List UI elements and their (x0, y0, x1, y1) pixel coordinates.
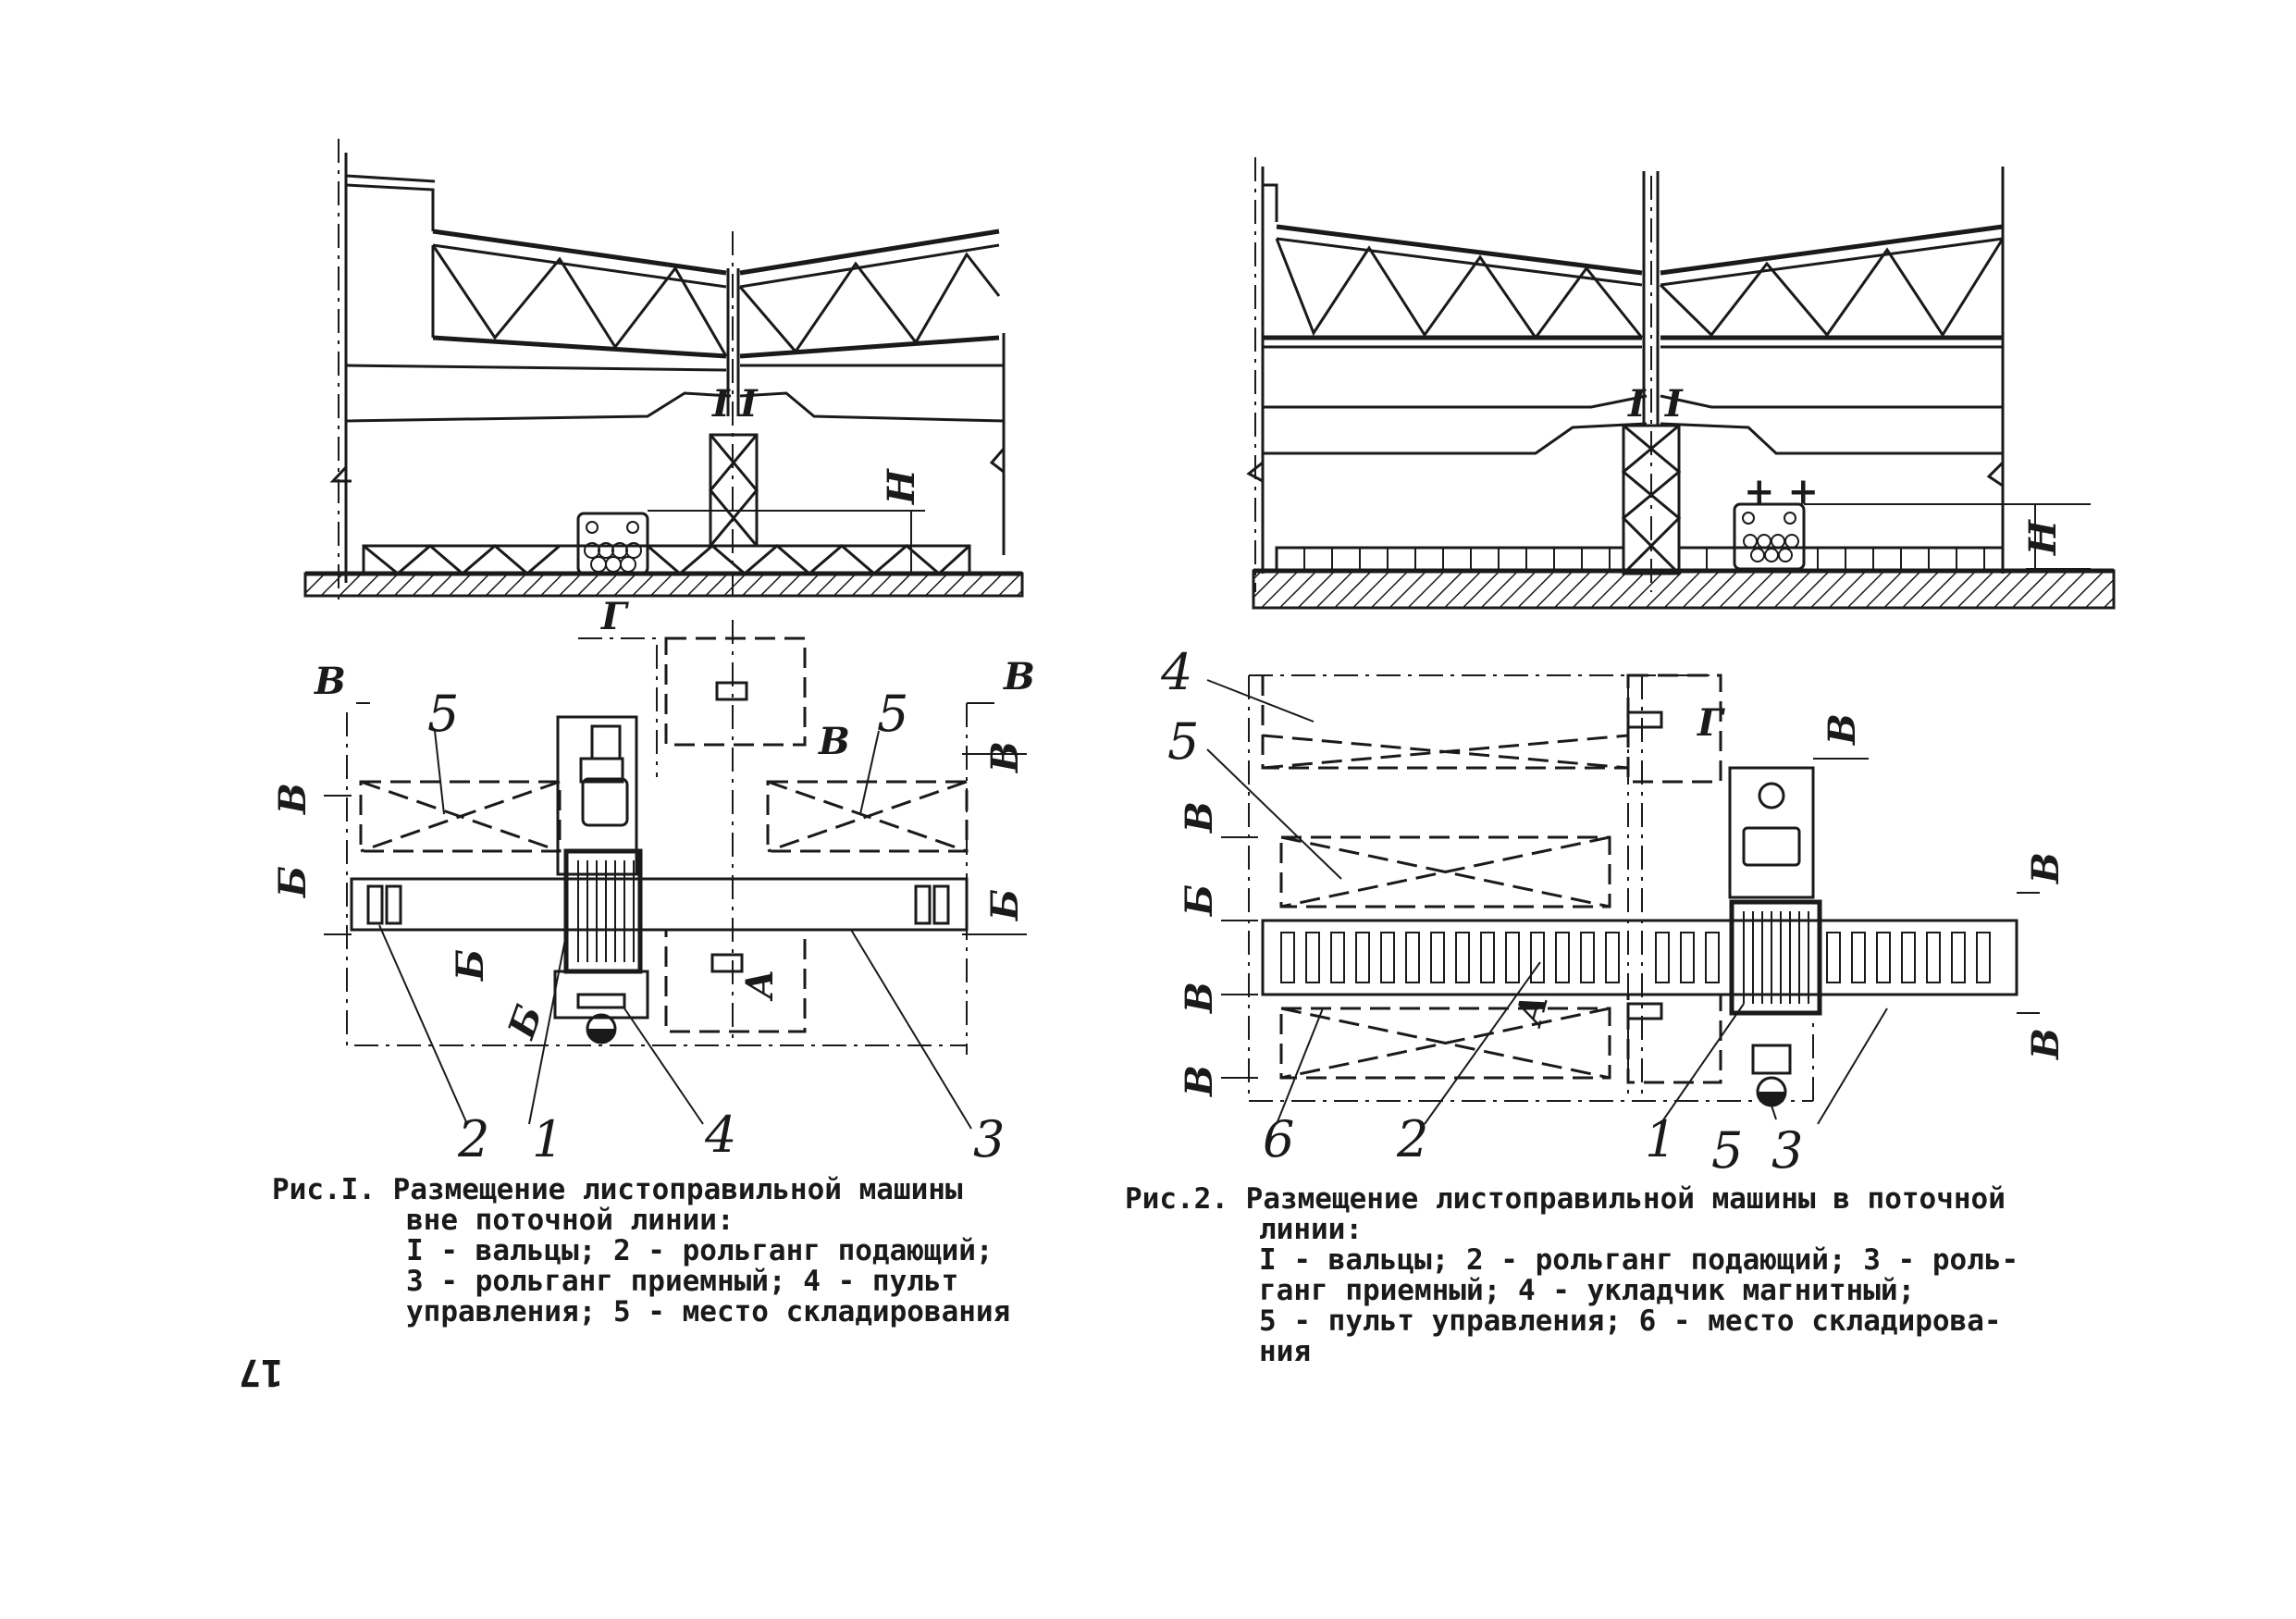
fig1-dim-B-right: В (983, 741, 1027, 773)
fig2-dim-Б: Б (1178, 884, 1221, 917)
svg-text:I: I (1627, 382, 1647, 426)
fig1-caption-number: Рис.I. (272, 1173, 376, 1206)
fig1-caption-title-1: Размещение листоправильной машины (392, 1173, 963, 1206)
fig1-legend-2: 3 - рольганг приемный; 4 - пульт (406, 1265, 959, 1298)
fig1-dim-A: А (738, 969, 782, 1002)
fig2-callout-6-upper: 5 (1167, 712, 1199, 771)
fig1-dim-Б-lower: Б (449, 949, 492, 982)
fig2-dim-B-3: В (1178, 1065, 1221, 1097)
fig2-callout-6-lower: 6 (1263, 1110, 1294, 1168)
fig1-plan: В В В Б В Б В Б Б А Г 2 1 4 3 5 5 (271, 595, 1035, 1168)
fig1-callout-5-left: 5 (427, 685, 459, 743)
fig2-legend-3: 5 - пульт управления; 6 - место складиро… (1259, 1304, 2002, 1338)
fig2-legend-2: ганг приемный; 4 - укладчик магнитный; (1259, 1274, 1916, 1307)
fig2-dim-B-2: В (1178, 982, 1221, 1014)
fig1-legend-1: I - вальцы; 2 - рольганг подающий; (406, 1234, 994, 1267)
fig1-callout-5-right: 5 (877, 685, 908, 743)
fig2-dim-B-top: В (1821, 713, 1864, 746)
fig1-dim-H: H (880, 468, 923, 505)
fig2-caption: Рис.2. Размещение листоправильной машины… (1125, 1184, 2018, 1367)
fig1-callout-4: 4 (704, 1106, 736, 1164)
fig1-callout-2: 2 (457, 1110, 489, 1168)
fig1-dim-Г: Г (600, 595, 629, 638)
fig2-dim-B-1: В (1178, 801, 1221, 834)
fig2-plan: В Б В В В В В А Г 4 5 6 2 1 5 3 (1160, 643, 2068, 1180)
fig2-dim-B-right-1: В (2024, 852, 2068, 884)
fig2-dim-Г: Г (1697, 701, 1725, 745)
fig1-dim-B-left: В (271, 783, 315, 815)
fig1-elevation: I I H (303, 139, 1024, 601)
fig2-callout-2: 2 (1396, 1110, 1428, 1168)
fig1-dim-B-mid: В (818, 720, 850, 763)
fig2-caption-title-2: линии: (1259, 1213, 1363, 1246)
fig1-legend-3: управления; 5 - место складирования (406, 1295, 1011, 1329)
fig1-caption-title-2: вне поточной линии: (406, 1204, 734, 1237)
fig2-callout-5: 5 (1711, 1121, 1743, 1180)
fig1-caption: Рис.I. Размещение листоправильной машины… (272, 1175, 1010, 1328)
fig2-dim-B-right-2: В (2024, 1028, 2068, 1060)
fig2-legend-4: ния (1259, 1335, 1311, 1368)
fig1-dim-Б-console: Б (500, 999, 551, 1044)
fig2-callout-4: 4 (1160, 643, 1192, 701)
svg-text:I: I (711, 382, 731, 426)
fig2-callout-1: 1 (1645, 1110, 1676, 1168)
svg-text:I: I (739, 382, 759, 426)
fig2-elevation: I I + + H (1246, 157, 2116, 610)
fig1-callout-1: 1 (532, 1110, 563, 1168)
fig2-legend-1: I - вальцы; 2 - рольганг подающий; 3 - р… (1259, 1243, 2019, 1277)
fig2-callout-3: 3 (1771, 1121, 1803, 1180)
fig1-callout-3: 3 (973, 1110, 1005, 1168)
fig2-caption-number: Рис.2. (1125, 1182, 1228, 1216)
fig1-dim-B-topright: В (1003, 655, 1035, 698)
fig1-dim-Б-left: Б (271, 866, 315, 898)
fig1-dim-Б-right: Б (983, 889, 1027, 921)
fig2-caption-title-1: Размещение листоправильной машины в пото… (1245, 1182, 2006, 1216)
svg-text:I: I (1664, 382, 1684, 426)
fig2-dim-H: H (2021, 519, 2065, 556)
svg-text:+ +: + + (1744, 470, 1819, 513)
page-number: 17 (239, 1351, 284, 1393)
fig1-dim-B-topleft: В (314, 660, 346, 703)
